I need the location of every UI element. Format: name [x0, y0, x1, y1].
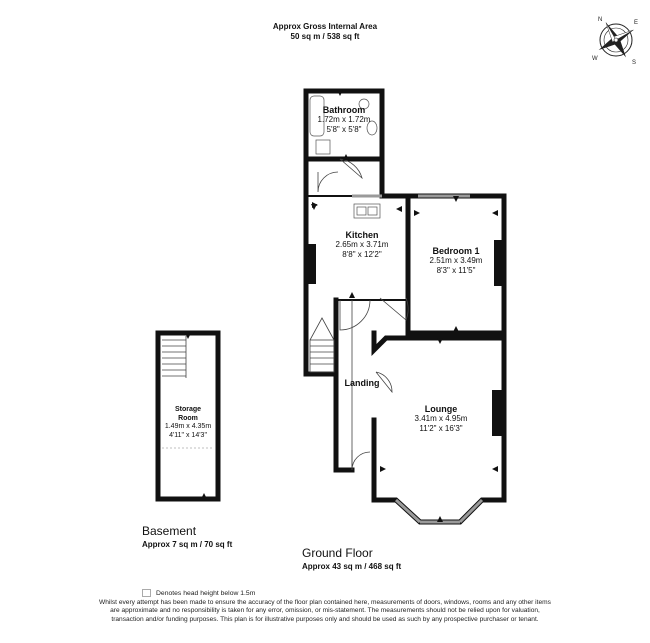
storage-label: Storage Room 1.49m x 4.35m 4'11" x 14'3" [158, 406, 218, 440]
lounge-imperial: 11'2" x 16'3" [419, 424, 463, 433]
marker [349, 292, 355, 298]
bath-tub [309, 95, 325, 137]
basement-area: Approx 7 sq m / 70 sq ft [142, 540, 233, 549]
landing-lower-door-swing [351, 450, 371, 471]
kitchen-imperial: 8'8" x 12'2" [342, 250, 382, 259]
bathroom-door-swing [339, 158, 363, 180]
shower-tray [315, 139, 331, 155]
marker [185, 333, 191, 339]
lounge-chimney [492, 390, 504, 436]
bathroom-label: Bathroom 1.72m x 1.72m 5'8" x 5'8" [306, 105, 382, 135]
marker [453, 196, 459, 202]
kitchen-right-wall [379, 156, 411, 199]
legend-text: Denotes head height below 1.5m [156, 589, 256, 597]
kitchen-door-swing [339, 299, 371, 331]
lounge-name: Lounge [424, 404, 458, 414]
marker [437, 516, 443, 522]
landing-label: Landing [340, 378, 384, 388]
legend-swatch [142, 589, 151, 597]
gross-area-value: 50 sq m / 538 sq ft [290, 32, 360, 41]
bedroom-metric: 2.51m x 3.49m [429, 256, 483, 265]
lounge-label: Lounge 3.41m x 4.95m 11'2" x 16'3" [378, 404, 504, 434]
ground-floor-area: Approx 43 sq m / 468 sq ft [302, 562, 402, 571]
compass-s: S [632, 60, 636, 66]
storage-metric: 1.49m x 4.35m [164, 423, 212, 430]
landing-left-wall [333, 297, 355, 473]
compass-w: W [592, 56, 598, 62]
kitchen-chimney [306, 244, 316, 284]
compass-n: N [598, 17, 602, 23]
bedroom-name: Bedroom 1 [432, 246, 480, 256]
bay-window-right [458, 498, 484, 524]
disclaimer-text: Whilst every attempt has been made to en… [99, 599, 551, 623]
lobby-door-swing [317, 171, 339, 193]
marker [492, 210, 498, 216]
ground-floor-title: Ground Floor [302, 546, 373, 560]
marker [414, 210, 420, 216]
bathroom-metric: 1.72m x 1.72m [317, 115, 371, 124]
basement-stairs [162, 336, 187, 378]
kitchen-label: Kitchen 2.65m x 3.71m 8'8" x 12'2" [316, 230, 408, 260]
head-height-legend: Denotes head height below 1.5m [142, 589, 255, 597]
storage-name-2: Room [178, 414, 198, 422]
marker [201, 493, 207, 499]
marker [492, 466, 498, 472]
marker [380, 466, 386, 472]
bedroom-chimney [494, 240, 504, 286]
bedroom-label: Bedroom 1 2.51m x 3.49m 8'3" x 11'5" [408, 246, 504, 276]
lounge-metric: 3.41m x 4.95m [414, 414, 468, 423]
bedroom-door-swing [379, 297, 409, 321]
gross-area-title: Approx Gross Internal Area [272, 22, 378, 31]
marker [311, 204, 317, 210]
storage-imperial: 4'11" x 14'3" [169, 431, 207, 439]
kitchen-sink [353, 203, 381, 219]
compass-rose-icon: N E S W [592, 17, 638, 66]
ground-stairs [309, 317, 335, 373]
bay-window-left [394, 498, 422, 524]
marker [453, 326, 459, 332]
marker [396, 206, 402, 212]
toilet [366, 120, 378, 136]
landing-name: Landing [344, 378, 380, 388]
bathroom-name: Bathroom [322, 105, 366, 115]
basement-title: Basement [142, 524, 197, 538]
bedroom-imperial: 8'3" x 11'5" [436, 266, 476, 275]
marker [337, 90, 343, 96]
bathroom-imperial: 5'8" x 5'8" [326, 125, 362, 134]
storage-name-1: Storage [174, 406, 202, 413]
marker [437, 338, 443, 344]
kitchen-outer-wall [303, 156, 339, 377]
wash-basin [358, 98, 370, 110]
marker [343, 154, 349, 160]
landing-door-swing [375, 371, 393, 394]
compass-e: E [634, 20, 638, 26]
kitchen-name: Kitchen [345, 230, 379, 240]
kitchen-metric: 2.65m x 3.71m [335, 240, 389, 249]
